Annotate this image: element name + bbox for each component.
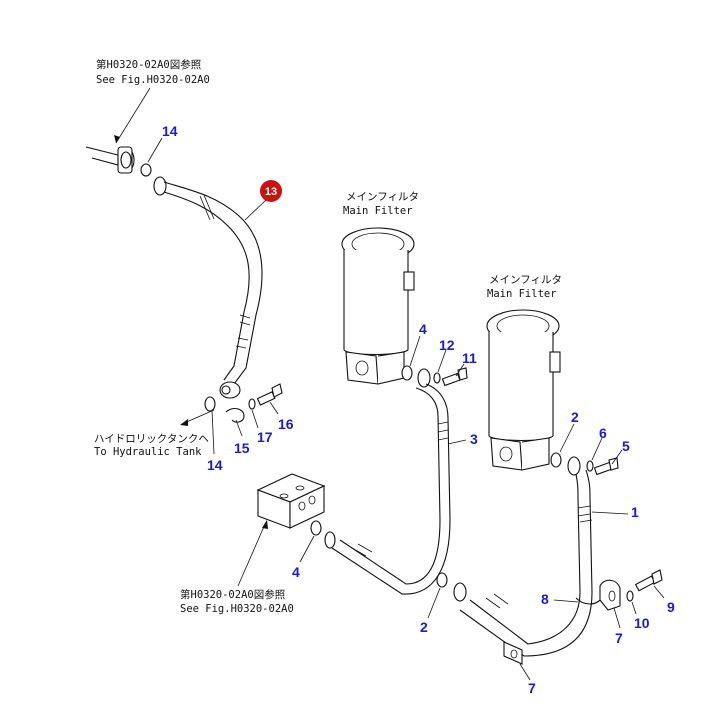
- o-ring-4-bottom: [310, 520, 322, 536]
- callout-12: 12: [439, 337, 455, 353]
- callout-3: 3: [470, 431, 478, 447]
- o-ring-14-top: [140, 163, 152, 177]
- note-bottom-en: See Fig.H0320-02A0: [180, 603, 294, 615]
- callout-9: 9: [667, 599, 675, 615]
- arrow-top-note: [114, 135, 120, 143]
- flange-1-top: [567, 456, 581, 476]
- callout-14-bottom: 14: [207, 457, 223, 473]
- flange-3-top: [417, 368, 431, 388]
- note-top-jp: 第H0320-02A0図参照: [96, 58, 202, 71]
- bolt-5: [593, 457, 619, 476]
- bolt-16: [256, 383, 283, 406]
- leader-13: [244, 199, 267, 221]
- callout-7-left: 7: [528, 680, 536, 696]
- hose-13: [153, 176, 263, 399]
- note-filter2-en: Main Filter: [487, 288, 557, 300]
- highlight-badge: [260, 180, 282, 202]
- callout-1: 1: [631, 504, 639, 520]
- arrow-bottom-note: [262, 520, 268, 529]
- o-ring-2-bottom: [436, 572, 448, 588]
- washer-10: [626, 590, 634, 602]
- washer-17: [248, 398, 256, 410]
- note-filter1-en: Main Filter: [343, 205, 413, 217]
- callout-15: 15: [234, 440, 250, 456]
- callout-7-right: 7: [615, 630, 623, 646]
- o-ring-2-top: [550, 452, 562, 468]
- pipe-3: [331, 383, 451, 595]
- note-tank-jp: ハイドロリックタンクヘ: [94, 433, 209, 445]
- upper-left-flange: [85, 146, 135, 174]
- callout-16: 16: [278, 416, 294, 432]
- note-top-en: See Fig.H0320-02A0: [96, 74, 210, 86]
- note-bottom-jp: 第H0320-02A0図参照: [180, 588, 286, 601]
- callout-17: 17: [257, 429, 273, 445]
- flange-3-bottom: [324, 531, 336, 549]
- pipe-1: [459, 469, 593, 657]
- callout-8: 8: [541, 591, 549, 607]
- o-ring-4-top: [401, 365, 413, 381]
- main-filter-right: [486, 309, 561, 471]
- callout-2-top: 2: [571, 409, 579, 425]
- callout-10: 10: [634, 615, 650, 631]
- washer-6: [586, 460, 594, 472]
- callout-4-top: 4: [419, 321, 427, 337]
- highlight-number: 13: [265, 186, 277, 198]
- note-tank-en: To Hydraulic Tank: [94, 446, 202, 458]
- main-filter-left: [341, 227, 415, 385]
- leader-lines: [147, 137, 665, 681]
- arrow-tank: [180, 419, 188, 426]
- callouts: 14 14 15 16 17 4 4 12 11 3 2 2 6 5 1 8 7…: [162, 123, 675, 696]
- note-filter2-jp: メインフィルタ: [489, 274, 562, 286]
- bracket-7-right: [599, 579, 621, 611]
- valve-block: [256, 473, 326, 529]
- o-ring-14-bottom: [204, 396, 216, 412]
- callout-11: 11: [462, 350, 477, 366]
- note-filter1-jp: メインフィルタ: [346, 191, 419, 203]
- flange-1-bottom: [453, 582, 467, 602]
- bolt-11: [441, 367, 468, 387]
- clamp-15: [225, 407, 245, 423]
- bracket-7-left: [503, 641, 523, 665]
- leader-top-note: [115, 87, 151, 144]
- callout-5: 5: [622, 438, 630, 454]
- callout-4-bottom: 4: [292, 564, 300, 580]
- bolt-9: [634, 569, 663, 592]
- callout-14-top: 14: [162, 123, 178, 139]
- leader-bottom-note: [237, 521, 267, 587]
- callout-6: 6: [599, 425, 607, 441]
- washer-12: [433, 372, 441, 384]
- callout-2-bottom: 2: [420, 619, 428, 635]
